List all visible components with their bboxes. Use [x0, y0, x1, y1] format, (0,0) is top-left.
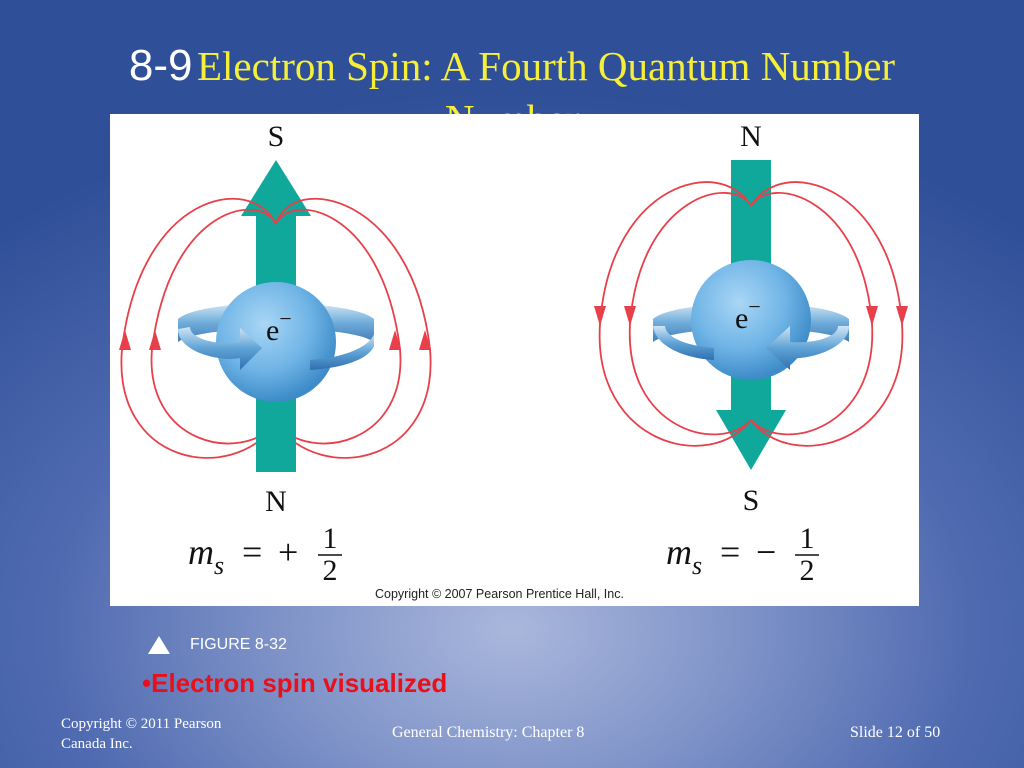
- footer-copyright: Copyright © 2011 Pearson Canada Inc.: [61, 716, 222, 752]
- left-electron-label: e−: [266, 306, 292, 347]
- electron-spin-figure: S N e− ms = + 1 2: [110, 114, 919, 606]
- left-bottom-pole: N: [265, 485, 287, 518]
- left-ms-label: ms: [188, 532, 224, 580]
- title-text: Electron Spin: A Fourth Quantum Number: [196, 43, 896, 89]
- footer-chapter: General Chemistry: Chapter 8: [392, 724, 585, 741]
- left-ms-sign: +: [278, 532, 298, 572]
- right-electron-label: e−: [735, 294, 761, 335]
- right-ms-equals: =: [720, 532, 740, 572]
- right-spin-ring-front: [766, 326, 849, 370]
- left-ms-equals: =: [242, 532, 262, 572]
- figure-caption-text: FIGURE 8-32: [190, 636, 287, 653]
- left-field-arrowheads: [119, 330, 431, 350]
- left-top-pole: S: [268, 120, 285, 153]
- left-electron-sphere: [216, 282, 336, 402]
- right-electron-sphere: [691, 260, 811, 380]
- left-spin-arrow-lower: [256, 402, 296, 472]
- slide-number: Slide 12 of 50: [850, 724, 941, 741]
- right-ms-label: ms: [666, 532, 702, 580]
- left-spin-ring-front: [178, 327, 262, 370]
- bullet-point: •Electron spin visualized: [142, 668, 448, 698]
- figure-drawing: S N e− ms = + 1 2: [119, 120, 908, 587]
- figure-copyright: Copyright © 2007 Pearson Prentice Hall, …: [375, 587, 624, 601]
- slide-title: 8-9 Electron Spin: A Fourth Quantum Numb…: [0, 38, 1024, 104]
- left-ms-numerator: 1: [323, 522, 338, 555]
- left-diagram: S N e− ms = + 1 2: [119, 120, 432, 587]
- title-overflow: Number: [0, 104, 1024, 116]
- title-overflow-text: Number: [445, 104, 579, 116]
- right-ms-sign: −: [756, 532, 776, 572]
- title-number: 8-9: [128, 41, 193, 90]
- right-ms-numerator: 1: [800, 522, 815, 555]
- right-ms-denominator: 2: [800, 554, 815, 587]
- right-bottom-pole: S: [743, 484, 760, 517]
- right-diagram: N S e− ms = − 1 2: [594, 120, 908, 587]
- right-top-pole: N: [740, 120, 762, 153]
- figure-caption: FIGURE 8-32: [148, 634, 287, 656]
- right-field-arrowheads: [594, 306, 908, 326]
- triangle-icon: [148, 636, 170, 654]
- left-ms-denominator: 2: [323, 554, 338, 587]
